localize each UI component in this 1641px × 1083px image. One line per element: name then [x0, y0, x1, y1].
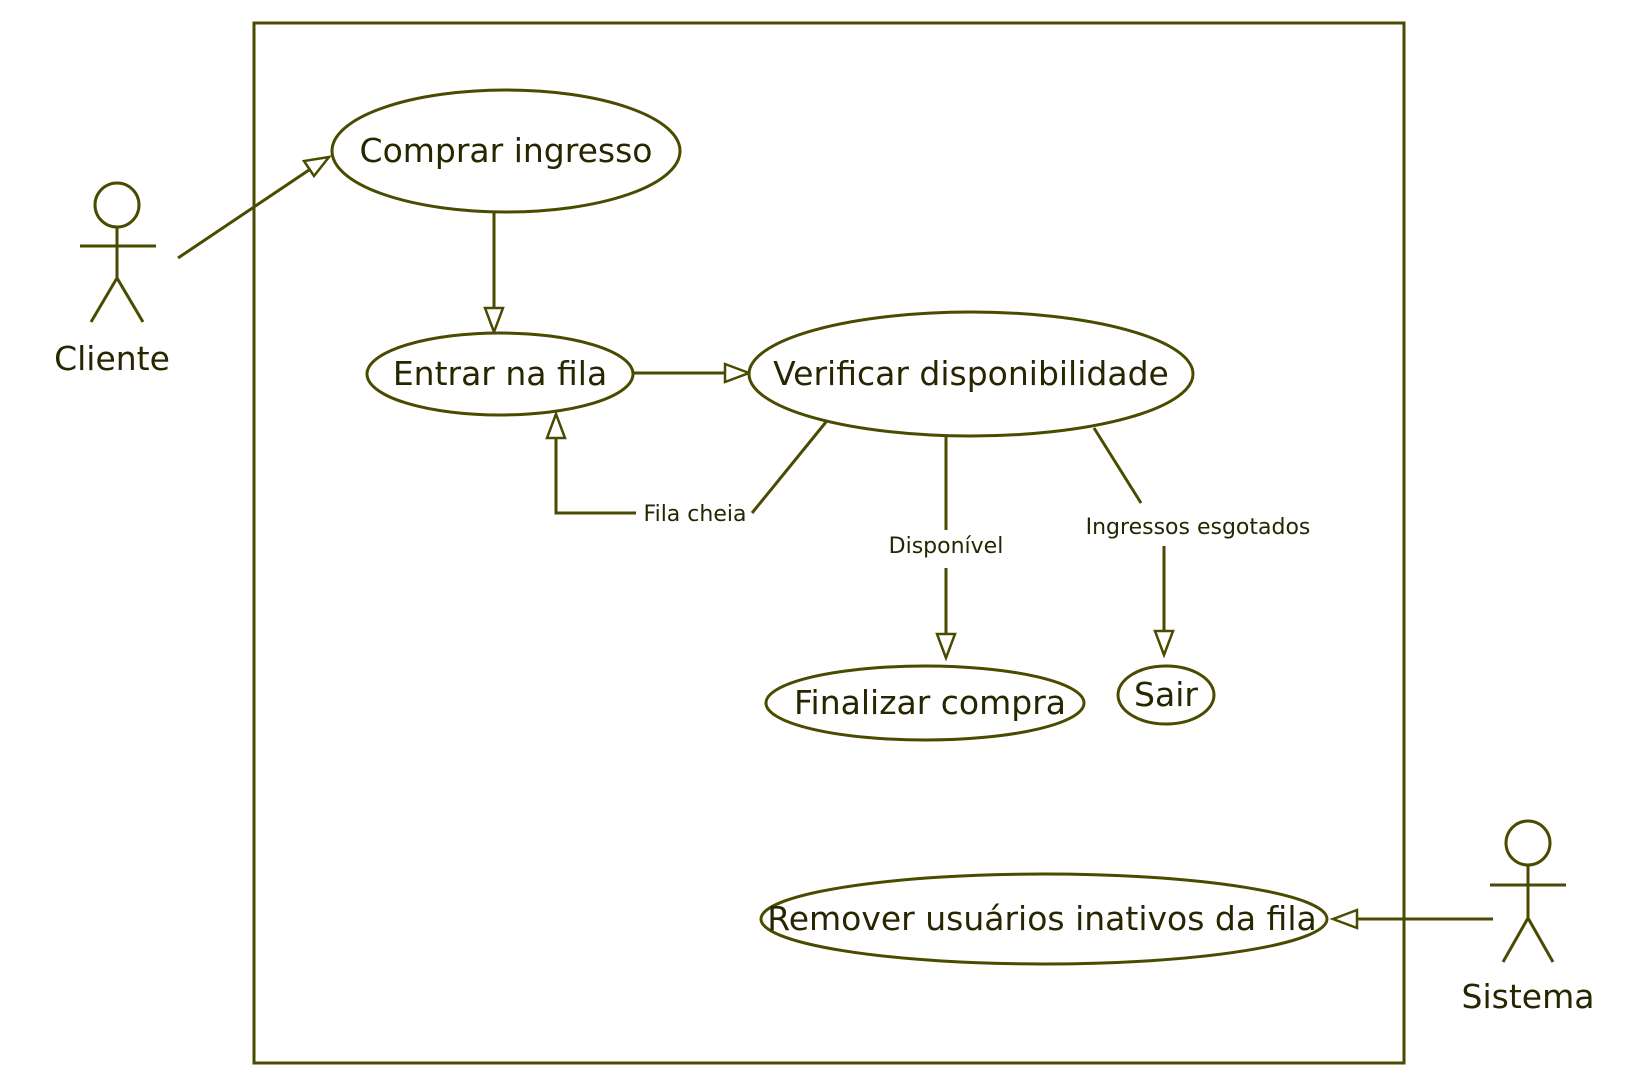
edge-fila-cheia: Fila cheia	[545, 410, 828, 527]
edge-entrar-to-verificar	[632, 362, 753, 384]
use-case-comprar-ingresso[interactable]: Comprar ingresso	[330, 88, 682, 214]
edge-label-esgotados: Ingressos esgotados	[1086, 515, 1311, 540]
use-case-sair-label: Sair	[1134, 675, 1198, 714]
edge-cliente-to-comprar	[177, 155, 332, 260]
actor-cliente-left-leg	[89, 277, 119, 323]
arrowhead-icon	[1329, 908, 1359, 930]
arrowhead-icon	[935, 632, 957, 662]
edge-esgotados: Ingressos esgotados	[1086, 427, 1311, 659]
actor-cliente-label: Cliente	[54, 339, 170, 378]
actor-sistema-label: Sistema	[1462, 977, 1595, 1016]
use-case-comprar-ingresso-label: Comprar ingresso	[360, 131, 653, 170]
arrowhead-icon	[301, 155, 332, 179]
use-case-verificar-disponibilidade-label: Verificar disponibilidade	[773, 354, 1169, 393]
use-case-remover-usuarios-inativos-label: Remover usuários inativos da fila	[767, 899, 1316, 938]
use-case-finalizar-compra-label: Finalizar compra	[794, 683, 1066, 722]
actor-sistema-left-leg	[1501, 917, 1530, 963]
use-case-entrar-na-fila[interactable]: Entrar na fila	[365, 331, 635, 417]
edge-disponivel: Disponível	[889, 436, 1004, 662]
use-case-remover-usuarios-inativos[interactable]: Remover usuários inativos da fila	[759, 872, 1329, 966]
edge-comprar-to-entrar	[483, 213, 505, 336]
edge-label-disponivel: Disponível	[889, 534, 1004, 559]
edge-label-fila-cheia: Fila cheia	[644, 502, 747, 527]
actor-cliente-right-leg	[115, 277, 145, 323]
use-case-verificar-disponibilidade[interactable]: Verificar disponibilidade	[747, 310, 1195, 438]
actor-cliente-head	[93, 181, 141, 229]
use-case-entrar-na-fila-label: Entrar na fila	[393, 354, 607, 393]
use-case-finalizar-compra[interactable]: Finalizar compra	[764, 664, 1086, 742]
use-case-sair[interactable]: Sair	[1116, 664, 1216, 726]
arrowhead-icon	[483, 306, 505, 336]
arrowhead-icon	[723, 362, 753, 384]
system-boundary	[252, 21, 1406, 1065]
actor-cliente[interactable]: Cliente	[54, 181, 170, 378]
arrowhead-icon	[1153, 629, 1175, 659]
actor-sistema[interactable]: Sistema	[1462, 819, 1595, 1016]
actor-sistema-head	[1504, 819, 1552, 867]
arrowhead-icon	[545, 410, 567, 440]
edge-sistema-to-remover	[1329, 908, 1493, 930]
actor-sistema-right-leg	[1526, 917, 1555, 963]
